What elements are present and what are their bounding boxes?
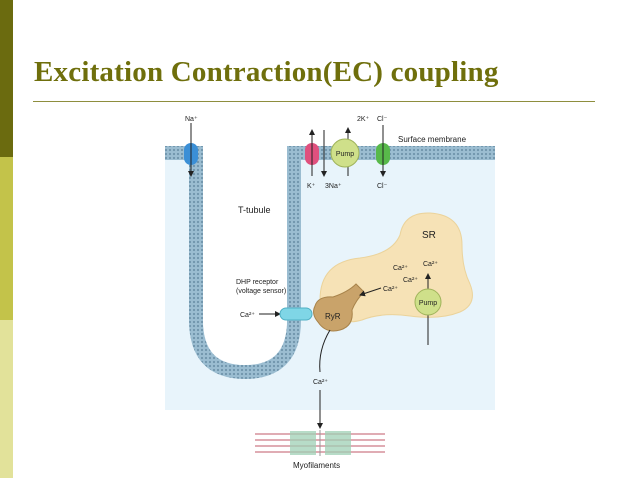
title-underline: [33, 101, 595, 102]
accent-bar-mid: [0, 157, 13, 320]
ca-sr-label-3: Ca²⁺: [403, 277, 418, 284]
myofilaments: [255, 430, 385, 456]
pump-label: Pump: [336, 151, 354, 158]
ryr-channel: [313, 283, 365, 332]
ca-sr-label-4: Ca²⁺: [383, 286, 398, 293]
cl-bottom-label: Cl⁻: [377, 183, 388, 190]
ec-coupling-diagram: Pump Na⁺ 2K⁺ Cl⁻ K⁺ 3Na⁺ Cl⁻ Surface mem…: [165, 116, 495, 470]
sr-pump: [414, 288, 442, 316]
dhp-label-line2: (voltage sensor): [236, 288, 286, 295]
2k-label: 2K⁺: [357, 116, 370, 123]
ca-sr-label-1: Ca²⁺: [393, 265, 408, 272]
accent-bar-light: [0, 320, 13, 478]
dhp-receptor: [279, 307, 313, 321]
ryr-label: RyR: [325, 312, 341, 321]
na-label: Na⁺: [185, 116, 198, 123]
ca-sr-label-2: Ca²⁺: [423, 261, 438, 268]
3na-label: 3Na⁺: [325, 183, 342, 190]
dhp-label-line1: DHP receptor: [236, 279, 279, 286]
ca-release-label: Ca²⁺: [313, 379, 328, 386]
na-k-pump: [330, 138, 360, 168]
sr-pump-label: Pump: [419, 300, 437, 307]
cl-top-label: Cl⁻: [377, 116, 388, 123]
slide-title: Excitation Contraction(EC) coupling: [34, 56, 499, 88]
t-tubule: [189, 153, 301, 380]
ca-dhp-label: Ca²⁺: [240, 312, 255, 319]
k-label: K⁺: [307, 183, 316, 190]
accent-bar-dark: [0, 0, 13, 157]
myofilaments-label: Myofilaments: [293, 461, 340, 470]
sr-label: SR: [422, 230, 436, 241]
surface-membrane-label: Surface membrane: [398, 135, 467, 144]
t-tubule-label: T-tubule: [238, 205, 271, 215]
